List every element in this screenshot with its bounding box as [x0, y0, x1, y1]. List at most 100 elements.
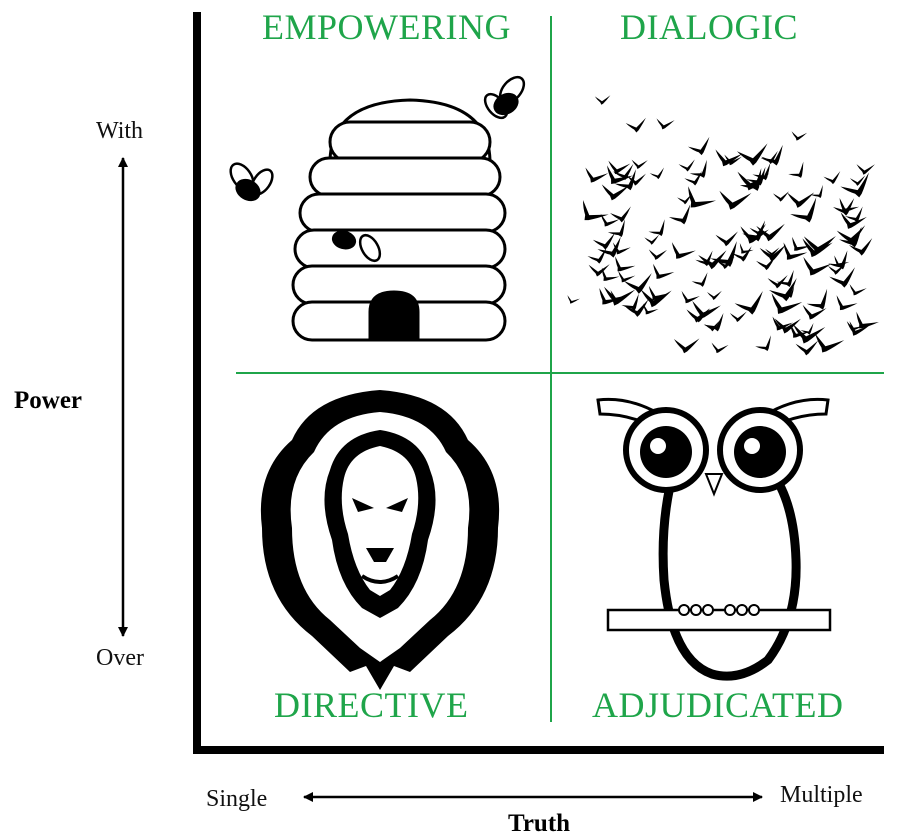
bird-silhouette — [688, 186, 717, 208]
bird-silhouette — [840, 172, 869, 198]
bird-silhouette — [782, 286, 795, 298]
bird-silhouette — [678, 159, 695, 172]
bird-silhouette — [607, 219, 625, 237]
bird-silhouette — [587, 247, 607, 264]
bird-silhouette — [643, 303, 659, 315]
bird-silhouette — [601, 184, 630, 201]
power-axis-title: Power — [14, 387, 83, 414]
bird-silhouette — [848, 238, 873, 256]
bird-silhouette — [756, 223, 785, 242]
bird-silhouette — [704, 320, 720, 332]
bird-silhouette — [583, 200, 609, 221]
bird-silhouette — [739, 168, 762, 191]
truth-axis-right-label: Multiple — [780, 782, 863, 808]
bird-silhouette — [729, 311, 747, 323]
bird-silhouette — [649, 167, 665, 180]
bird-silhouette — [668, 204, 691, 225]
power-axis-bottom-label: Over — [96, 645, 144, 671]
bird-silhouette — [567, 295, 580, 304]
bird-silhouette — [707, 290, 722, 300]
bird-silhouette — [756, 255, 776, 271]
bird-silhouette — [771, 292, 803, 314]
bird-silhouette — [844, 206, 863, 223]
bird-silhouette — [688, 136, 710, 156]
bird-silhouette — [711, 342, 729, 354]
bird-silhouette — [752, 162, 771, 181]
bird-silhouette — [772, 316, 794, 331]
bird-silhouette — [772, 191, 789, 202]
bird-silhouette — [640, 289, 672, 308]
bee-icon — [483, 75, 526, 120]
bird-silhouette — [802, 238, 833, 258]
bird-silhouette — [615, 256, 636, 272]
bird-silhouette — [601, 267, 620, 281]
bird-silhouette — [776, 269, 794, 287]
truth-axis-left-label: Single — [206, 786, 268, 812]
bird-silhouette — [759, 244, 786, 262]
beehive-icon — [291, 98, 507, 342]
lion-icon — [260, 390, 500, 690]
bird-silhouette — [755, 335, 771, 352]
bird-silhouette — [787, 192, 815, 208]
bird-silhouette — [715, 256, 735, 269]
bird-silhouette — [592, 232, 615, 250]
bird-silhouette — [631, 159, 648, 169]
bird-silhouette — [599, 288, 622, 305]
bird-silhouette — [823, 171, 841, 185]
bird-silhouette — [742, 220, 766, 242]
bird-silhouette — [686, 308, 711, 323]
bird-silhouette — [719, 190, 752, 210]
bee-icon — [331, 230, 382, 263]
bird-silhouette — [846, 321, 870, 336]
bird-silhouette — [597, 236, 621, 258]
bird-silhouette — [834, 255, 850, 267]
bird-silhouette — [607, 165, 634, 184]
bird-silhouette — [856, 311, 879, 329]
bird-silhouette — [736, 143, 768, 166]
quadrant-label-empowering: EMPOWERING — [262, 7, 511, 47]
bird-silhouette — [795, 340, 819, 356]
bird-silhouette — [788, 161, 804, 178]
bird-silhouette — [677, 193, 692, 205]
bird-silhouette — [734, 290, 763, 315]
bird-silhouette — [836, 225, 866, 245]
bird-silhouette — [648, 285, 670, 301]
quadrant-label-adjudicated: ADJUDICATED — [592, 685, 844, 725]
bird-silhouette — [613, 163, 634, 181]
power-axis-top-label: With — [96, 118, 144, 144]
bird-silhouette — [746, 166, 766, 186]
bird-silhouette — [790, 197, 817, 223]
bird-silhouette — [790, 323, 811, 338]
bird-silhouette — [839, 197, 860, 213]
bird-silhouette — [810, 184, 823, 199]
bird-silhouette — [644, 234, 660, 245]
bird-silhouette — [827, 264, 846, 275]
quadrant-label-directive: DIRECTIVE — [274, 685, 469, 725]
bird-silhouette — [594, 95, 611, 105]
bird-silhouette — [739, 243, 754, 254]
bird-silhouette — [803, 256, 832, 276]
bird-silhouette — [698, 250, 727, 270]
bird-flock-icon — [567, 95, 879, 356]
bird-silhouette — [656, 118, 675, 130]
bird-silhouette — [625, 117, 646, 133]
owl-icon — [596, 397, 832, 681]
bird-silhouette — [612, 242, 631, 255]
bird-silhouette — [648, 219, 665, 237]
bird-silhouette — [600, 213, 620, 227]
bird-silhouette — [856, 164, 875, 175]
bird-silhouette — [681, 290, 700, 304]
bird-silhouette — [814, 333, 845, 353]
bird-silhouette — [731, 246, 752, 262]
bird-silhouette — [806, 288, 828, 310]
bird-silhouette — [692, 300, 721, 319]
bird-silhouette — [800, 322, 814, 335]
bird-silhouette — [618, 270, 636, 283]
bird-silhouette — [691, 272, 708, 287]
bird-silhouette — [829, 267, 855, 288]
bird-silhouette — [849, 284, 867, 296]
bird-silhouette — [608, 160, 631, 175]
bird-silhouette — [684, 170, 702, 186]
bird-silhouette — [839, 226, 862, 248]
